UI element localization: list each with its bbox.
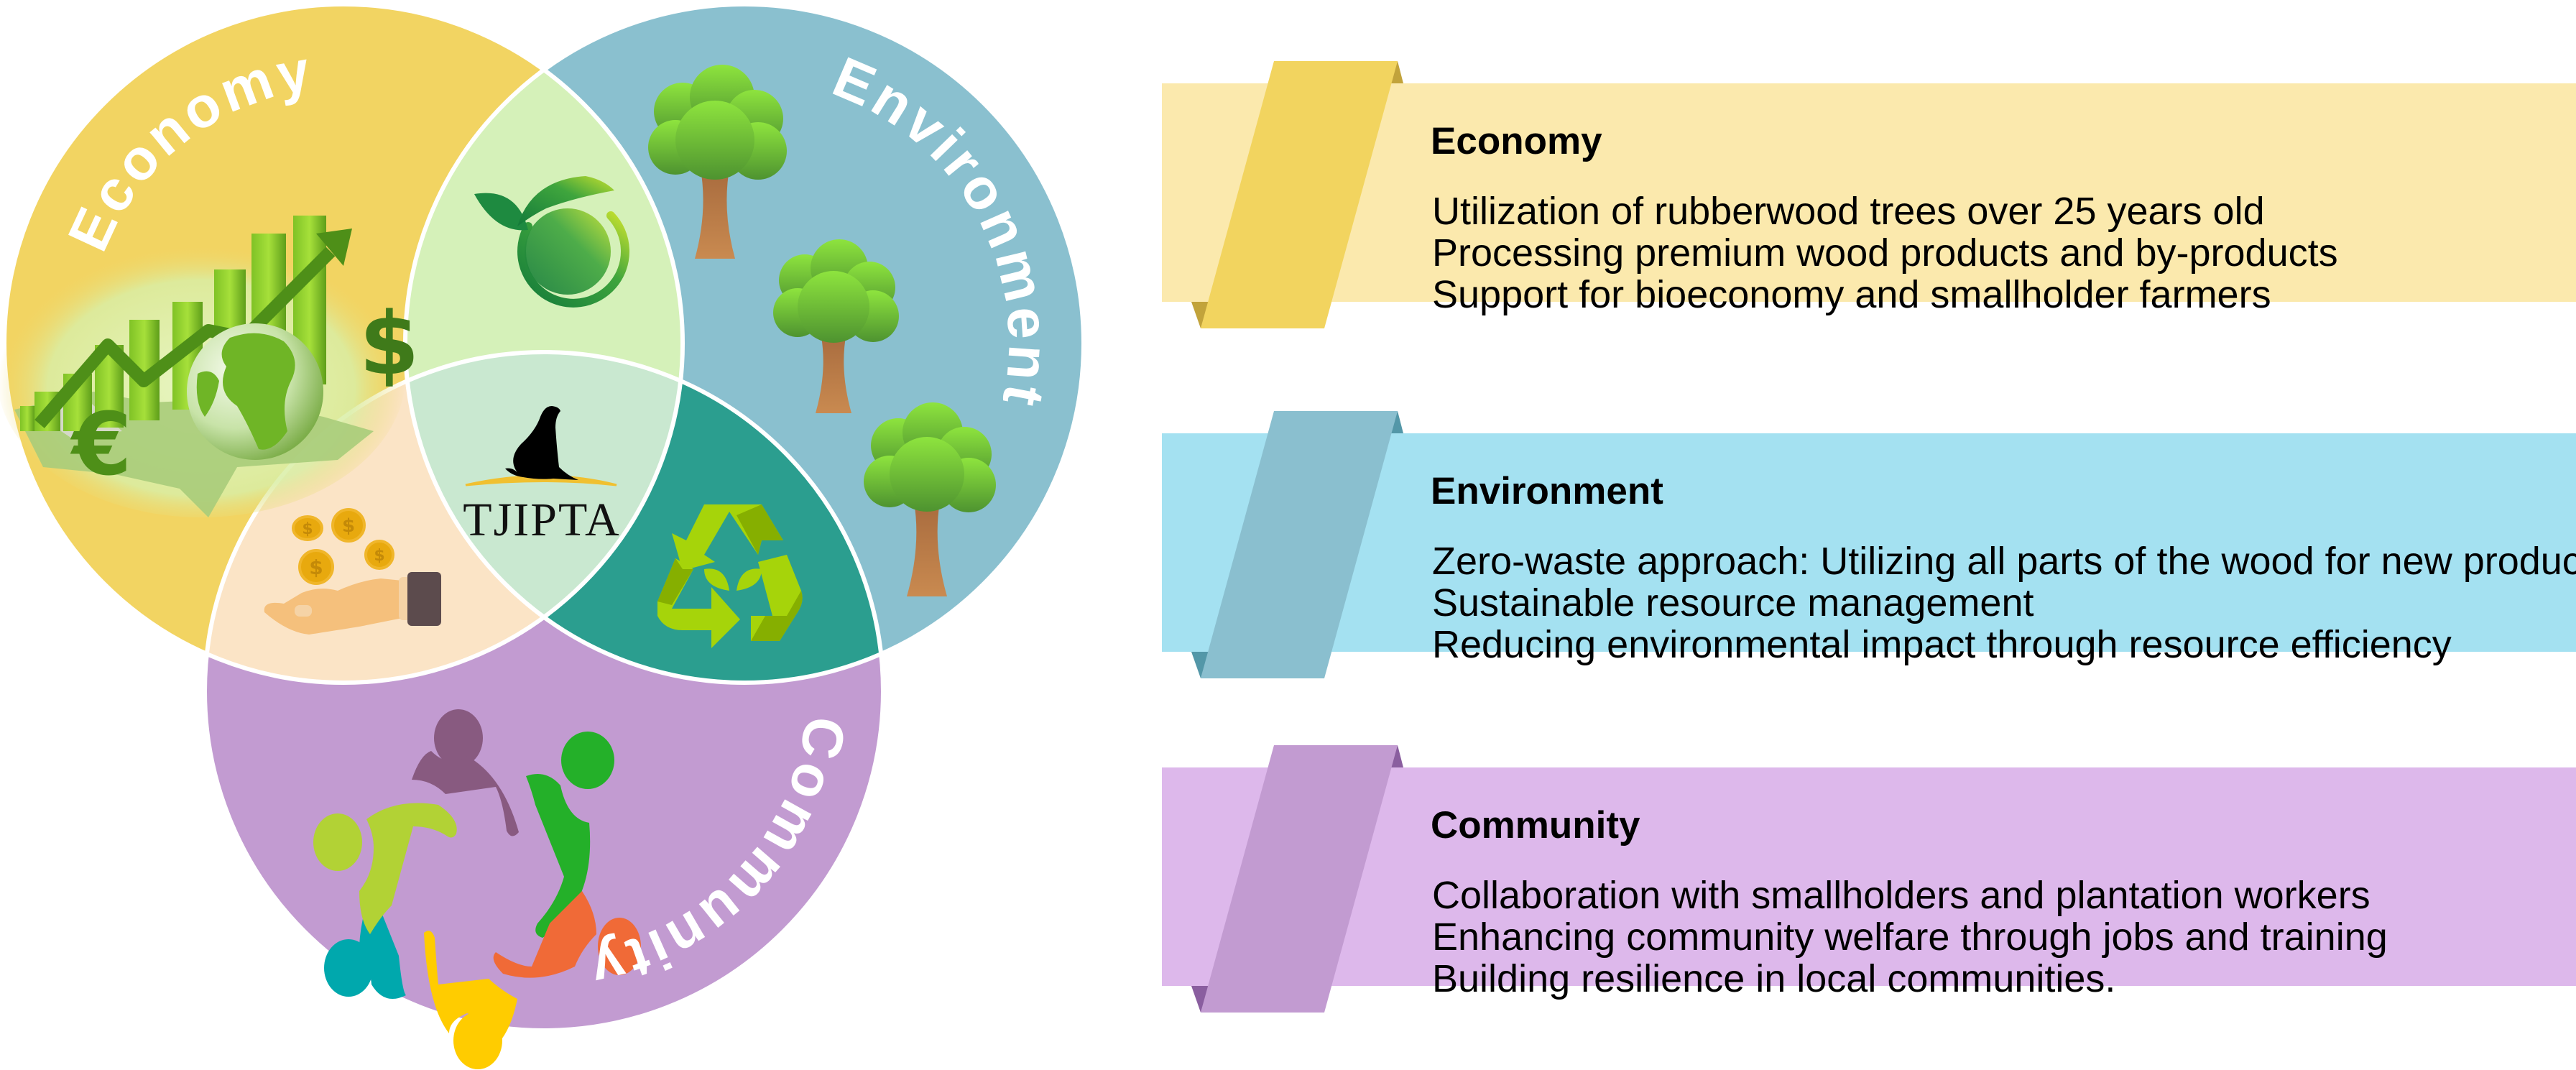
environment-fold-top (1390, 411, 1403, 433)
economy-ribbon (1201, 61, 1398, 328)
person-icon (493, 891, 641, 978)
community-item: Collaboration with smallholders and plan… (1432, 874, 2370, 917)
growth-chart-globe-icon: $ € (0, 216, 420, 517)
economy-community-intersection (205, 352, 683, 683)
environment-item: Zero-waste approach: Utilizing all parts… (1432, 540, 2576, 583)
environment-item: Sustainable resource management (1432, 581, 2034, 624)
community-panel-heading: Community (1431, 804, 1640, 847)
tree-icon (648, 65, 787, 259)
venn-diagram: $ € (0, 2, 1086, 1069)
person-icon (412, 709, 519, 836)
svg-text:$: $ (359, 295, 420, 395)
tree-icon (773, 239, 899, 413)
environment-item: Reducing environmental impact through re… (1432, 623, 2452, 666)
environment-panel-heading: Environment (1431, 470, 1663, 512)
svg-text:$: $ (302, 520, 313, 538)
economy-item: Support for bioeconomy and smallholder f… (1432, 273, 2271, 316)
recycle-icon (657, 504, 803, 648)
person-icon (324, 848, 406, 999)
person-icon (313, 803, 457, 934)
economy-fold-top (1390, 61, 1403, 83)
economy-fold-bottom (1191, 302, 1209, 328)
eco-globe-icon (474, 176, 630, 308)
community-item: Enhancing community welfare through jobs… (1432, 916, 2388, 959)
economy-panel-heading: Economy (1431, 120, 1602, 162)
trees-icon (648, 65, 996, 596)
community-fold-bottom (1191, 986, 1209, 1013)
svg-text:$: $ (309, 555, 323, 579)
svg-text:$: $ (342, 515, 355, 537)
economy-item: Utilization of rubberwood trees over 25 … (1432, 190, 2265, 233)
environment-circle-border (403, 2, 1086, 685)
community-circle-border (203, 350, 885, 1033)
person-icon (526, 732, 614, 938)
svg-text:€: € (70, 395, 132, 495)
logo-text: TJIPTA (463, 494, 620, 546)
environment-ribbon (1201, 411, 1398, 678)
community-ribbon (1201, 745, 1398, 1013)
svg-text:$: $ (374, 547, 384, 565)
tree-icon (864, 402, 996, 596)
person-icon (424, 931, 517, 1069)
hand-coins-icon: $ $ $ $ (264, 508, 441, 635)
community-fold-top (1390, 745, 1403, 767)
community-item: Building resilience in local communities… (1432, 957, 2116, 1000)
economy-item: Processing premium wood products and by-… (1432, 231, 2338, 275)
environment-fold-bottom (1191, 652, 1209, 678)
people-circle-icon (313, 709, 641, 1069)
seal-logo-icon: TJIPTA (463, 406, 620, 546)
